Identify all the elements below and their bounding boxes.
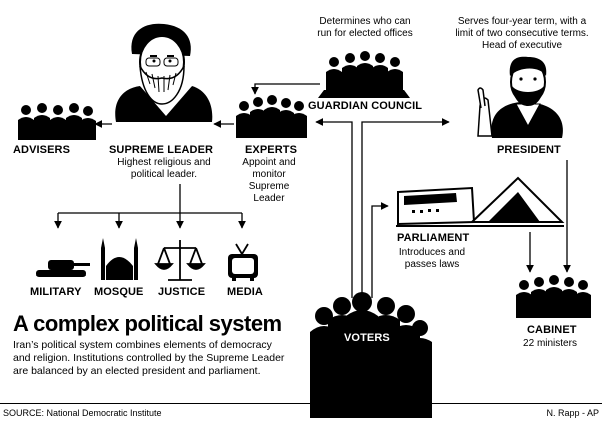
voters-label: VOTERS xyxy=(344,332,390,344)
media-label: MEDIA xyxy=(227,286,263,298)
experts-desc: Appoint and monitor Supreme Leader xyxy=(232,157,306,205)
supreme-leader-label: SUPREME LEADER xyxy=(109,144,214,156)
tv-icon xyxy=(228,243,258,281)
president-desc-line: Head of executive xyxy=(481,40,563,51)
scales-icon xyxy=(154,240,206,281)
president-desc-line: limit of two consecutive terms. xyxy=(455,28,589,39)
supreme-leader-portrait-icon xyxy=(115,23,213,122)
edge-voters-president xyxy=(361,118,450,298)
guardian-council-label: GUARDIAN COUNCIL xyxy=(308,100,423,112)
artist-credit: N. Rapp - AP xyxy=(546,408,599,418)
footer-rule xyxy=(0,403,602,404)
supreme-leader-desc: Highest religious and political leader. xyxy=(104,157,224,181)
headline: A complex political system xyxy=(13,311,282,336)
edge-guardian-council-experts xyxy=(251,83,320,95)
guardian-council-desc: Determines who can run for elected offic… xyxy=(302,16,428,40)
cabinet-label: CABINET xyxy=(527,324,577,336)
guardian-council-desc-line: run for elected offices xyxy=(317,28,413,39)
president-desc: Serves four-year term, with a limit of t… xyxy=(447,16,597,52)
guardian-council-group-icon xyxy=(318,51,410,98)
edge-voters-parliament xyxy=(371,202,389,298)
president-desc-line: Serves four-year term, with a xyxy=(457,16,587,27)
experts-group-icon xyxy=(236,95,307,138)
parliament-desc: Introduces and passes laws xyxy=(392,247,472,271)
president-portrait-icon xyxy=(477,56,563,138)
voters-crowd-icon xyxy=(310,292,432,418)
advisers-group-icon xyxy=(18,103,96,140)
parliament-label: PARLIAMENT xyxy=(397,232,470,244)
connectors xyxy=(54,83,571,298)
experts-desc-line: Appoint and xyxy=(242,157,296,168)
advisers-label: ADVISERS xyxy=(13,144,71,156)
parliament-building-icon xyxy=(396,176,565,227)
parliament-desc-line: passes laws xyxy=(404,259,460,270)
experts-desc-line: Supreme xyxy=(248,181,290,192)
source-credit: SOURCE: National Democratic Institute xyxy=(3,408,162,418)
cabinet-desc: 22 ministers xyxy=(510,338,590,350)
cabinet-desc-line: 22 ministers xyxy=(523,338,577,349)
justice-label: JUSTICE xyxy=(158,286,206,298)
tank-icon xyxy=(36,260,90,277)
mosque-label: MOSQUE xyxy=(94,286,144,298)
edge-voters-experts xyxy=(315,118,353,298)
experts-label: EXPERTS xyxy=(245,144,298,156)
experts-desc-line: monitor xyxy=(252,169,286,180)
cabinet-group-icon xyxy=(516,275,591,318)
supreme-leader-desc-line: Highest religious and xyxy=(117,157,211,168)
parliament-desc-line: Introduces and xyxy=(398,247,466,258)
guardian-council-desc-line: Determines who can xyxy=(319,16,411,27)
military-label: MILITARY xyxy=(30,286,82,298)
mosque-icon xyxy=(101,238,138,280)
president-label: PRESIDENT xyxy=(497,144,561,156)
body-text: Iran’s political system combines element… xyxy=(13,339,285,377)
experts-desc-line: Leader xyxy=(253,193,285,204)
supreme-leader-desc-line: political leader. xyxy=(130,169,198,180)
